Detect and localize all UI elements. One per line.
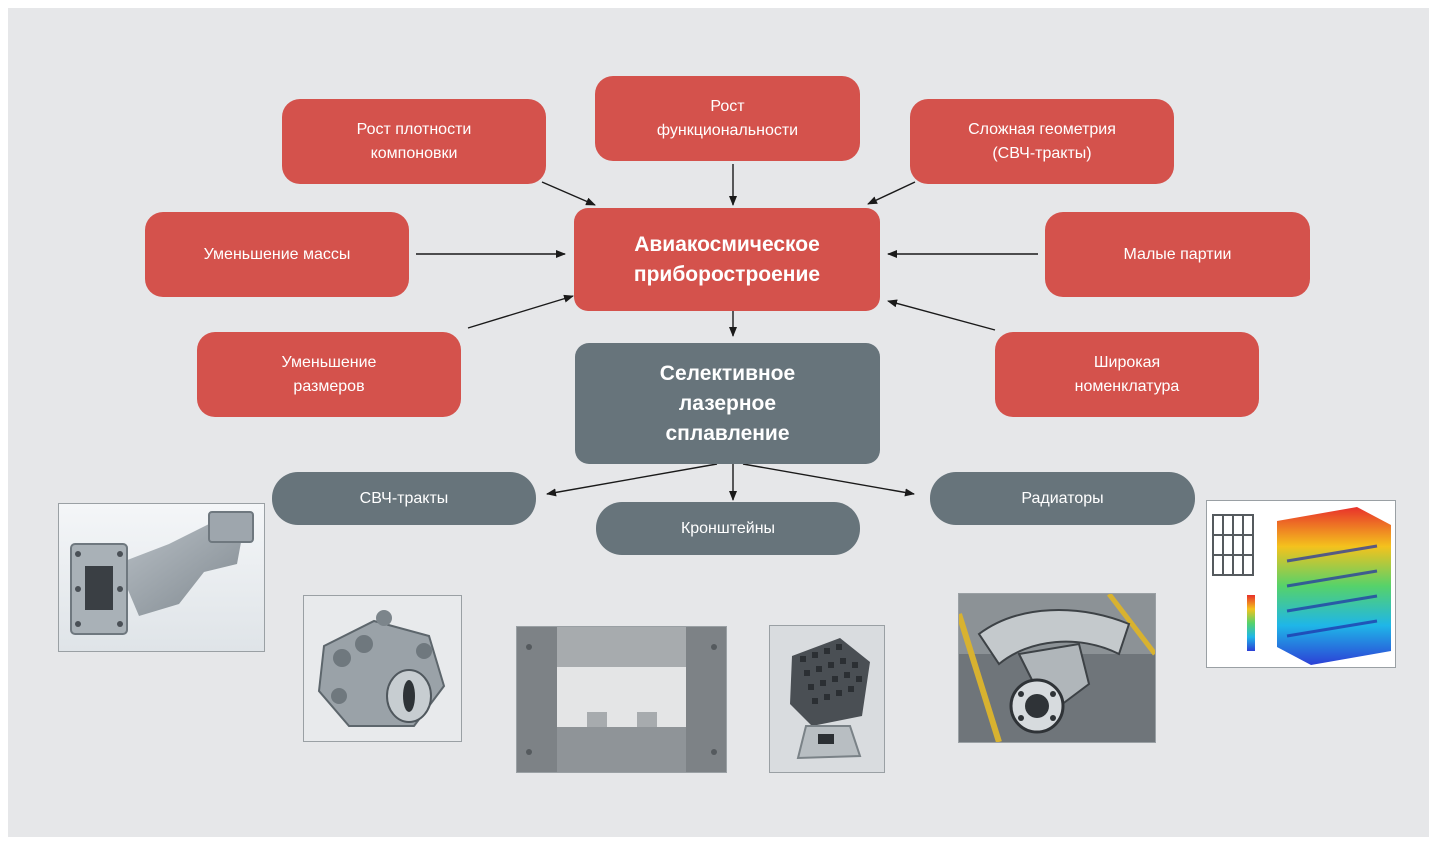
application-radiators-label: Радиаторы — [1021, 489, 1104, 507]
arrow-density-to-center — [541, 181, 596, 206]
factor-density-box: Рост плотности компоновки — [282, 99, 546, 184]
bracket-clamp-photo — [303, 595, 462, 742]
technology-slm-label: Селективное лазерное сплавление — [659, 361, 796, 445]
factor-batches-box: Малые партии — [1045, 212, 1310, 297]
factor-density-label: Рост плотности компоновки — [356, 120, 472, 162]
factor-geometry-box: Сложная геометрия (СВЧ-тракты) — [910, 99, 1174, 184]
waveguide-bend-photo — [58, 503, 265, 652]
arrow-technology-to-radiators — [742, 463, 915, 497]
factor-range-label: Широкая номенклатура — [1074, 353, 1180, 395]
factor-functionality-box: Рост функциональности — [595, 76, 860, 161]
application-brackets-box: Кронштейны — [596, 502, 860, 555]
connector-arrows — [416, 164, 1038, 501]
pin-radiator-photo — [769, 625, 885, 773]
factor-mass-box: Уменьшение массы — [145, 212, 409, 297]
factor-batches-label: Малые партии — [1123, 245, 1232, 263]
factor-range-box: Широкая номенклатура — [995, 332, 1259, 417]
factor-functionality-label: Рост функциональности — [656, 97, 799, 139]
waveguide-section-photo — [516, 626, 727, 773]
diagram-canvas: Рост плотности компоновки Рост функциона… — [8, 8, 1429, 837]
arrow-geometry-to-center — [867, 181, 916, 205]
radiator-thermal-simulation-photo — [1206, 500, 1396, 668]
application-radiators-box: Радиаторы — [930, 472, 1195, 525]
application-microwave-box: СВЧ-тракты — [272, 472, 536, 525]
application-microwave-label: СВЧ-тракты — [359, 489, 449, 507]
mounting-bracket-photo — [958, 593, 1156, 743]
factor-mass-label: Уменьшение массы — [203, 245, 351, 263]
factor-size-label: Уменьшение размеров — [281, 353, 377, 395]
arrow-size-to-center — [467, 294, 574, 329]
arrow-technology-to-microwave — [546, 463, 718, 497]
application-brackets-label: Кронштейны — [680, 519, 776, 537]
technology-slm-box: Селективное лазерное сплавление — [575, 343, 880, 464]
center-aerospace-box: Авиакосмическое приборостроение — [574, 208, 880, 311]
arrow-range-to-center — [887, 299, 996, 331]
factor-size-box: Уменьшение размеров — [197, 332, 461, 417]
center-aerospace-label: Авиакосмическое приборостроение — [633, 232, 821, 286]
factor-geometry-label: Сложная геометрия (СВЧ-тракты) — [968, 120, 1116, 162]
